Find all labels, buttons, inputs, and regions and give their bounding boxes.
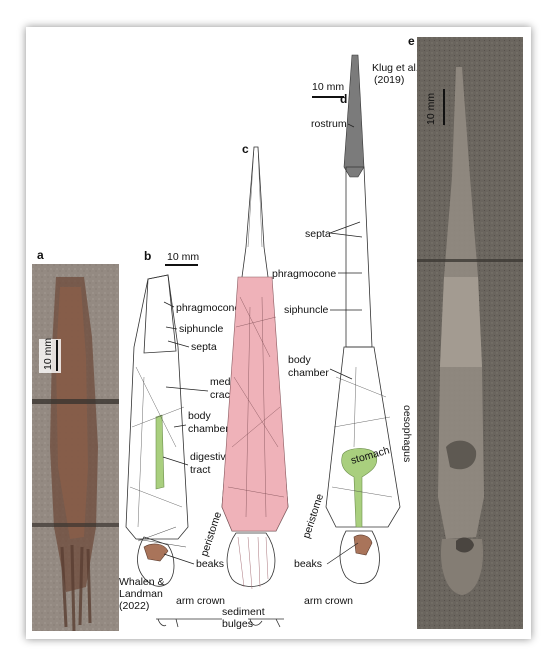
figure-frame: a 10 mm b 10 mm phragmocone siphuncle se… bbox=[26, 27, 531, 639]
phragmocone-b-fill bbox=[143, 274, 177, 354]
label-oesophagus: oesophagus bbox=[401, 405, 413, 462]
svg-text:10 mm: 10 mm bbox=[312, 81, 344, 93]
label-beaks-b: beaks bbox=[196, 558, 224, 570]
phragmocone-d-fill bbox=[345, 166, 373, 348]
label-body-chamber-b-2: chamber bbox=[188, 423, 229, 435]
scale-bar-d: 10 mm bbox=[312, 81, 344, 98]
arm-crown-d-fill bbox=[339, 530, 380, 584]
body-pink-fill bbox=[221, 276, 289, 532]
label-rostrum: rostrum bbox=[311, 118, 347, 130]
label-phragmocone-d: phragmocone bbox=[272, 268, 336, 280]
drawing-b bbox=[125, 274, 189, 587]
label-bulges: bulges bbox=[222, 618, 253, 630]
label-arm-crown-d: arm crown bbox=[304, 595, 353, 607]
figure-canvas: a 10 mm b 10 mm phragmocone siphuncle se… bbox=[32, 34, 523, 632]
arm-crown-c-fill bbox=[226, 532, 276, 587]
label-body-chamber-d-1: body bbox=[288, 354, 312, 366]
citation-whalen-2: Landman bbox=[119, 588, 163, 600]
scale-bar-a: 10 mm bbox=[39, 338, 61, 373]
citation-whalen-3: (2022) bbox=[119, 600, 149, 612]
label-sediment: sediment bbox=[222, 606, 265, 618]
label-phragmocone-b: phragmocone bbox=[176, 302, 240, 314]
photo-panel-a bbox=[32, 264, 119, 632]
svg-text:10 mm: 10 mm bbox=[167, 251, 199, 263]
label-siphuncle-b: siphuncle bbox=[179, 323, 224, 335]
panel-label-a: a bbox=[37, 248, 44, 262]
panel-label-b: b bbox=[144, 249, 151, 263]
rostrum-fill bbox=[343, 54, 365, 178]
svg-text:10 mm: 10 mm bbox=[425, 93, 437, 125]
photo-panel-e bbox=[417, 37, 523, 629]
label-peristome-d: peristome bbox=[300, 492, 326, 540]
digestive-tract-fill bbox=[155, 414, 165, 490]
label-beaks-d: beaks bbox=[294, 558, 322, 570]
sediment-bulges-sketch bbox=[156, 618, 284, 628]
label-septa-b: septa bbox=[191, 341, 217, 353]
label-septa-d: septa bbox=[305, 228, 331, 240]
label-body-chamber-d-2: chamber bbox=[288, 367, 329, 379]
panel-label-c: c bbox=[242, 142, 249, 156]
citation-klug-1: Klug et al. bbox=[372, 62, 419, 74]
svg-text:10 mm: 10 mm bbox=[42, 338, 54, 370]
panel-label-e: e bbox=[408, 34, 415, 48]
panel-label-d: d bbox=[340, 92, 347, 106]
stomach-fill bbox=[341, 448, 378, 528]
label-digestive-tract-1: digestive bbox=[190, 451, 232, 463]
arm-crown-b-fill bbox=[137, 536, 175, 587]
label-siphuncle-d: siphuncle bbox=[284, 304, 329, 316]
beaks-d-fill bbox=[353, 534, 373, 556]
drawing-d bbox=[325, 54, 401, 584]
scale-bar-e: 10 mm bbox=[425, 89, 445, 125]
beaks-b-fill bbox=[143, 543, 169, 562]
citation-whalen-1: Whalen & bbox=[119, 576, 165, 588]
label-digestive-tract-2: tract bbox=[190, 464, 211, 476]
label-arm-crown-b: arm crown bbox=[176, 595, 225, 607]
drawing-c bbox=[221, 146, 289, 590]
scale-bar-b: 10 mm bbox=[165, 251, 199, 266]
citation-klug-2: (2019) bbox=[374, 74, 404, 86]
label-body-chamber-b-1: body bbox=[188, 410, 212, 422]
label-peristome-b: peristome bbox=[198, 510, 224, 558]
